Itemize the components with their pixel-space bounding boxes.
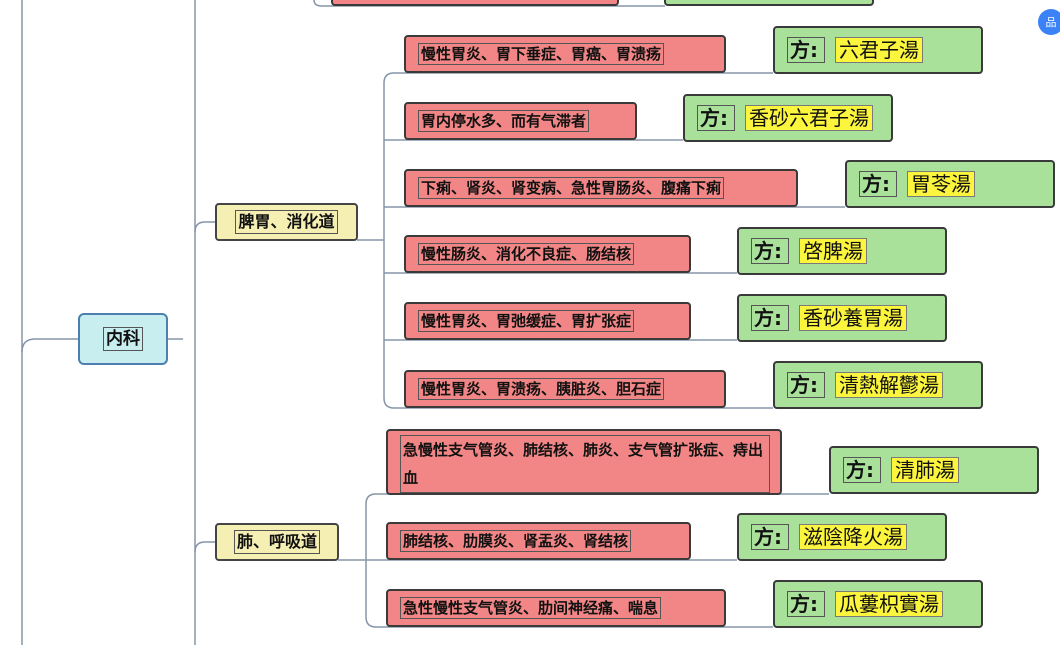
cutoff-symptom-node[interactable]	[331, 0, 619, 6]
symptom-node[interactable]: 下痢、肾炎、肾变病、急性胃肠炎、腹痛下痢	[404, 169, 798, 207]
formula-prefix-label: 方:	[787, 372, 825, 398]
root-node-internal-medicine[interactable]: 内科	[78, 313, 168, 365]
formula-node[interactable]: 方: 香砂六君子湯	[683, 94, 893, 142]
category-node-spleen-stomach[interactable]: 脾胃、消化道	[215, 203, 358, 241]
floating-assist-icon[interactable]: 品	[1038, 9, 1060, 35]
symptom-label: 下痢、肾炎、肾变病、急性胃肠炎、腹痛下痢	[418, 176, 725, 200]
formula-name: 滋陰降火湯	[799, 524, 907, 550]
formula-prefix-label: 方:	[787, 37, 825, 63]
symptom-node[interactable]: 胃内停水多、而有气滞者	[404, 102, 637, 140]
symptom-label: 急性慢性支气管炎、肋间神经痛、喘息	[400, 596, 662, 620]
formula-node[interactable]: 方: 香砂養胃湯	[737, 294, 947, 342]
root-label: 内科	[103, 326, 143, 352]
symptom-node[interactable]: 慢性胃炎、胃溃疡、胰脏炎、胆石症	[404, 370, 726, 408]
formula-prefix-label: 方:	[787, 591, 825, 617]
symptom-node[interactable]: 慢性肠炎、消化不良症、肠结核	[404, 235, 691, 273]
formula-node[interactable]: 方: 清熱解鬱湯	[773, 361, 983, 409]
formula-prefix-label: 方:	[697, 105, 735, 131]
formula-node[interactable]: 方: 清肺湯	[829, 446, 1039, 494]
formula-name: 清肺湯	[891, 457, 959, 483]
symptom-node[interactable]: 急性慢性支气管炎、肋间神经痛、喘息	[386, 589, 726, 627]
cutoff-formula-node[interactable]	[664, 0, 874, 6]
formula-node[interactable]: 方: 六君子湯	[773, 26, 983, 74]
symptom-node[interactable]: 肺结核、肋膜炎、肾盂炎、肾结核	[386, 522, 691, 560]
category-label: 脾胃、消化道	[235, 210, 338, 234]
symptom-label: 肺结核、肋膜炎、肾盂炎、肾结核	[400, 529, 632, 553]
formula-prefix-label: 方:	[859, 171, 897, 197]
formula-node[interactable]: 方: 啓脾湯	[737, 227, 947, 275]
formula-name: 六君子湯	[835, 37, 923, 63]
formula-prefix-label: 方:	[751, 524, 789, 550]
floating-assist-glyph: 品	[1045, 16, 1057, 29]
formula-node[interactable]: 方: 滋陰降火湯	[737, 513, 947, 561]
formula-prefix-label: 方:	[751, 238, 789, 264]
symptom-node[interactable]: 急慢性支气管炎、肺结核、肺炎、支气管扩张症、痔出血	[386, 429, 782, 495]
formula-name: 瓜蔞枳實湯	[835, 591, 943, 617]
symptom-node[interactable]: 慢性胃炎、胃弛缓症、胃扩张症	[404, 302, 691, 340]
formula-name: 香砂六君子湯	[745, 105, 873, 131]
formula-name: 香砂養胃湯	[799, 305, 907, 331]
formula-node[interactable]: 方: 胃苓湯	[845, 160, 1055, 208]
symptom-node[interactable]: 慢性胃炎、胃下垂症、胃癌、胃溃疡	[404, 35, 726, 73]
formula-name: 清熱解鬱湯	[835, 372, 943, 398]
symptom-label: 慢性胃炎、胃下垂症、胃癌、胃溃疡	[418, 42, 665, 66]
formula-prefix-label: 方:	[843, 457, 881, 483]
symptom-label: 慢性胃炎、胃弛缓症、胃扩张症	[418, 309, 635, 333]
formula-node[interactable]: 方: 瓜蔞枳實湯	[773, 580, 983, 628]
symptom-label: 慢性胃炎、胃溃疡、胰脏炎、胆石症	[418, 377, 665, 401]
symptom-label: 急慢性支气管炎、肺结核、肺炎、支气管扩张症、痔出血	[400, 435, 770, 493]
formula-name: 啓脾湯	[799, 238, 867, 264]
formula-name: 胃苓湯	[907, 171, 975, 197]
category-label: 肺、呼吸道	[233, 530, 320, 554]
formula-prefix-label: 方:	[751, 305, 789, 331]
symptom-label: 慢性肠炎、消化不良症、肠结核	[418, 242, 635, 266]
category-node-lung-respiratory[interactable]: 肺、呼吸道	[215, 523, 339, 561]
symptom-label: 胃内停水多、而有气滞者	[418, 109, 590, 133]
